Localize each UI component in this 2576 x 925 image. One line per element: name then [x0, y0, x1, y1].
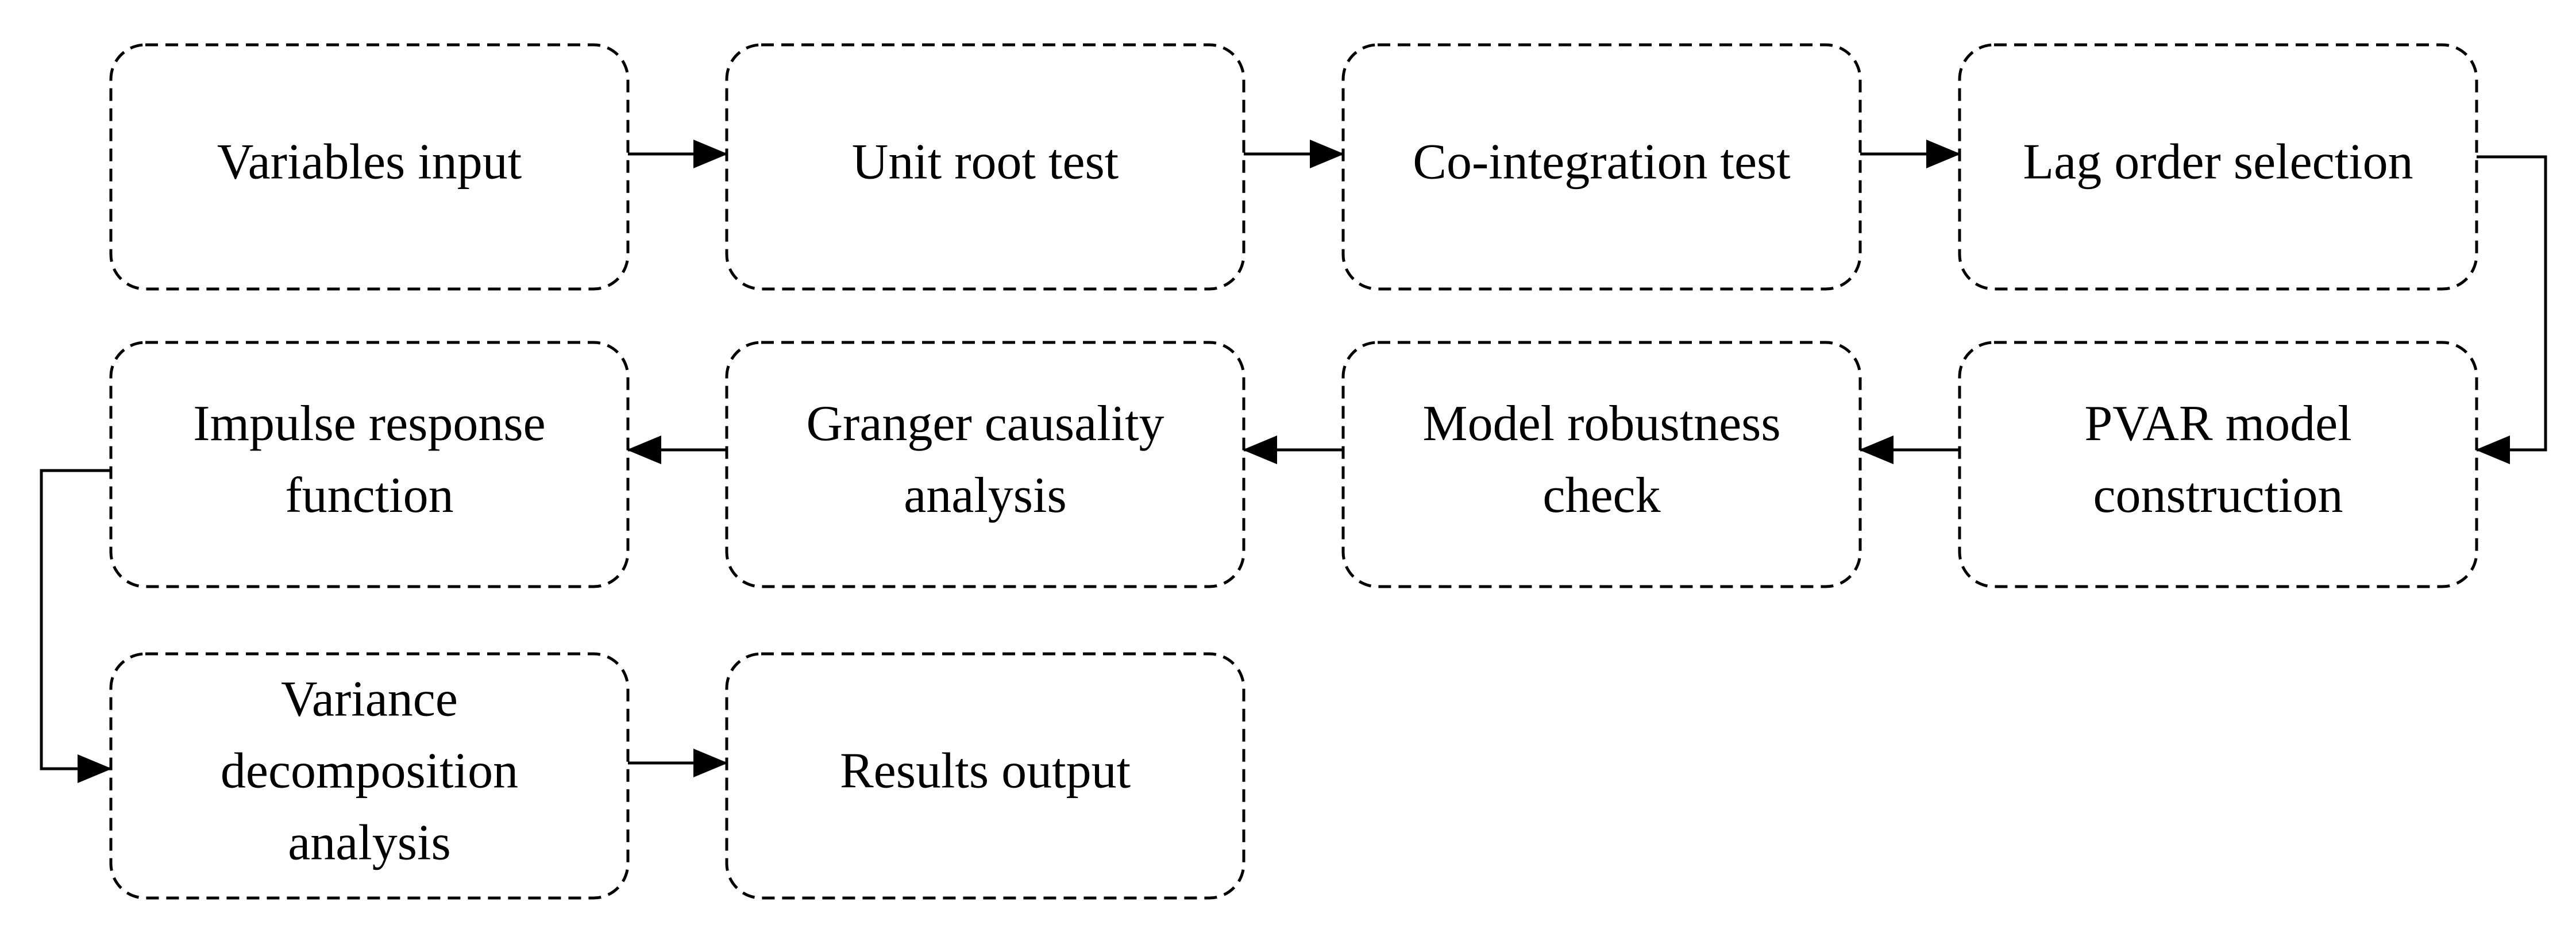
node-box	[109, 652, 630, 900]
node-variance-decomposition-analysis: Variance decomposition analysis	[109, 652, 630, 900]
node-model-robustness-check: Model robustness check	[1341, 341, 1862, 588]
node-label-line: PVAR model	[2084, 396, 2351, 452]
node-label-line: Unit root test	[852, 134, 1119, 190]
node-label-line: Impulse response	[193, 396, 545, 452]
node-label-line: check	[1542, 468, 1660, 523]
node-box	[109, 43, 630, 291]
node-unit-root-test: Unit root test	[725, 43, 1245, 291]
node-label-line: function	[285, 468, 453, 523]
node-label-line: Co-integration test	[1413, 134, 1790, 190]
node-label-line: analysis	[288, 815, 451, 871]
node-label-line: construction	[2093, 468, 2343, 523]
node-box	[1341, 43, 1862, 291]
node-label-line: Variance	[281, 672, 458, 727]
node-label-line: Lag order selection	[2023, 134, 2413, 190]
node-box	[725, 43, 1245, 291]
node-box	[725, 652, 1245, 900]
node-pvar-model-construction: PVAR model construction	[1958, 341, 2478, 588]
node-lag-order-selection: Lag order selection	[1958, 43, 2478, 291]
node-box	[1958, 43, 2478, 291]
node-results-output: Results output	[725, 652, 1245, 900]
node-label-line: Variables input	[217, 134, 522, 190]
node-box	[1341, 341, 1862, 588]
node-impulse-response-function: Impulse response function	[109, 341, 630, 588]
edge-impulse-response-function-to-variance-decomposition-analysis	[40, 469, 112, 783]
node-label-line: Results output	[840, 743, 1131, 799]
node-label-line: analysis	[904, 468, 1067, 523]
nodes: Variables input Unit root test Co-integrat…	[109, 43, 2478, 900]
node-variables-input: Variables input	[109, 43, 630, 291]
node-box	[725, 341, 1245, 588]
node-box	[1958, 341, 2478, 588]
edges	[40, 140, 2547, 783]
node-label-line: Granger causality	[806, 396, 1164, 452]
node-label-line: Model robustness	[1422, 396, 1780, 452]
edge-lag-order-selection-to-pvar-model-construction	[2475, 155, 2547, 464]
node-co-integration-test: Co-integration test	[1341, 43, 1862, 291]
node-label-line: decomposition	[221, 743, 518, 799]
node-box	[109, 341, 630, 588]
node-granger-causality-analysis: Granger causality analysis	[725, 341, 1245, 588]
